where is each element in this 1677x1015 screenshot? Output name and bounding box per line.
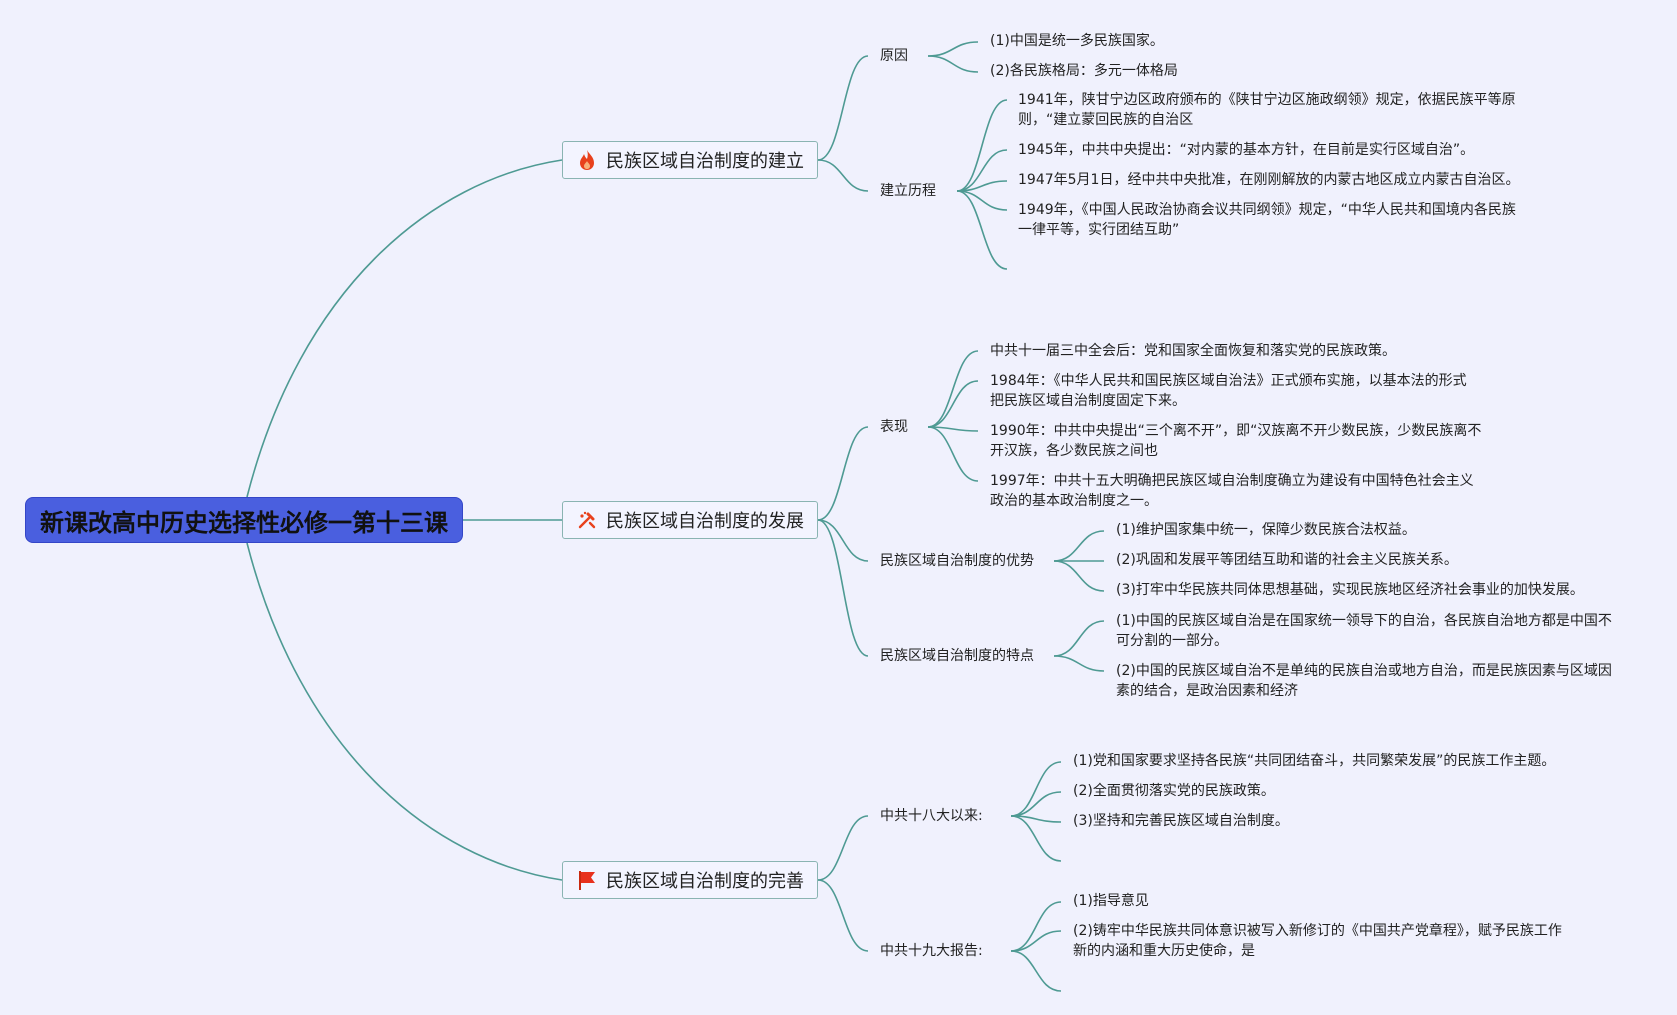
connector-19th-leaf-1 (1010, 930, 1062, 952)
leaf-topic[interactable]: (1)中国是统一多民族国家。 (990, 33, 1164, 49)
leaf-topic[interactable]: 1990年：中共中央提出“三个离不开”，即“汉族离不开少数民族，少数民族离不开汉… (990, 423, 1482, 459)
connector-branch2-sub-1 (817, 519, 869, 562)
connector-char-leaf-0 (1053, 620, 1105, 657)
leaf-topic[interactable]: (2)铸牢中华民族共同体意识被写入新修订的《中国共产党章程》，赋予民族工作新的内… (1073, 923, 1562, 959)
connector-19th-leaf-0 (1010, 901, 1062, 952)
leaf-topic[interactable]: (2)中国的民族区域自治不是单纯的民族自治或地方自治，而是民族因素与区域因素的结… (1116, 663, 1612, 699)
leaf-topic[interactable]: (1)党和国家要求坚持各民族“共同团结奋斗，共同繁荣发展”的民族工作主题。 (1073, 753, 1556, 769)
connector-history-leaf-1 (956, 149, 1008, 192)
leaf-topic[interactable]: (2)巩固和发展平等团结互助和谐的社会主义民族关系。 (1116, 552, 1458, 568)
connector-branch3-sub-0 (817, 815, 869, 881)
branch-topic-establishment[interactable]: 民族区域自治制度的建立 (562, 141, 818, 179)
subtopic-manifestation[interactable]: 表现 (880, 419, 908, 435)
leaf-topic[interactable]: 1949年，《中国人民政治协商会议共同纲领》规定，“中华人民共和国境内各民族一律… (1018, 202, 1516, 238)
connector-manifest-leaf-3 (927, 426, 979, 482)
leaf-topic[interactable]: (3)打牢中华民族共同体思想基础，实现民族地区经济社会事业的加快发展。 (1116, 582, 1584, 598)
branch-topic-label: 民族区域自治制度的建立 (606, 151, 804, 172)
leaf-topic[interactable]: 1997年：中共十五大明确把民族区域自治制度确立为建设有中国特色社会主义政治的基… (990, 473, 1474, 509)
connector-history-leaf-0 (956, 99, 1008, 192)
subtopic-cause[interactable]: 原因 (880, 48, 908, 64)
leaf-topic[interactable]: 1984年：《中华人民共和国民族区域自治法》正式颁布实施，以基本法的形式把民族区… (990, 373, 1467, 409)
fire-icon (576, 149, 598, 171)
subtopic-history[interactable]: 建立历程 (880, 183, 936, 199)
branch-topic-improvement[interactable]: 民族区域自治制度的完善 (562, 861, 818, 899)
connector-adv-leaf-2 (1053, 560, 1105, 592)
leaf-topic[interactable]: 1941年，陕甘宁边区政府颁布的《陕甘宁边区施政纲领》规定，依据民族平等原则，“… (1018, 92, 1516, 128)
leaf-topic[interactable]: (2)各民族格局：多元一体格局 (990, 63, 1178, 79)
tools-icon (576, 509, 598, 531)
connector-manifest-leaf-2 (927, 426, 979, 432)
connector-branch1-sub-0 (817, 55, 869, 161)
branch-topic-development[interactable]: 民族区域自治制度的发展 (562, 501, 818, 539)
subtopic-characteristics[interactable]: 民族区域自治制度的特点 (880, 648, 1034, 664)
connector-18th-leaf-0 (1010, 761, 1062, 817)
connector-branch3-sub-1 (817, 879, 869, 952)
leaf-topic[interactable]: (1)维护国家集中统一，保障少数民族合法权益。 (1116, 522, 1416, 538)
leaf-topic[interactable]: (2)全面贯彻落实党的民族政策。 (1073, 783, 1275, 799)
root-topic-label: 新课改高中历史选择性必修一第十三课 (40, 508, 448, 537)
flag-icon (576, 869, 598, 891)
leaf-topic[interactable]: 1945年，中共中央提出：“对内蒙的基本方针，在目前是实行区域自治”。 (1018, 142, 1475, 158)
connector-root-branch-3 (246, 542, 563, 881)
leaf-topic[interactable]: (1)中国的民族区域自治是在国家统一领导下的自治，各民族自治地方都是中国不可分割… (1116, 613, 1612, 649)
connector-manifest-leaf-0 (927, 350, 979, 428)
leaf-topic[interactable]: (1)指导意见 (1073, 893, 1149, 909)
connector-19th-leaf-2 (1010, 950, 1062, 992)
connector-cause-leaf-0 (927, 41, 979, 57)
connector-cause-leaf-1 (927, 55, 979, 73)
connector-branch2-sub-0 (817, 426, 869, 521)
connector-branch2-sub-2 (817, 519, 869, 657)
leaf-topic[interactable]: 中共十一届三中全会后：党和国家全面恢复和落实党的民族政策。 (990, 343, 1396, 359)
connector-root-branch-1 (246, 159, 563, 498)
branch-topic-label: 民族区域自治制度的完善 (606, 871, 804, 892)
subtopic-since-18th-congress[interactable]: 中共十八大以来: (880, 808, 983, 824)
connector-history-leaf-4 (956, 190, 1008, 270)
root-topic[interactable]: 新课改高中历史选择性必修一第十三课 (25, 497, 463, 543)
connector-history-leaf-3 (956, 190, 1008, 211)
connector-branch1-sub-1 (817, 159, 869, 192)
leaf-topic[interactable]: (3)坚持和完善民族区域自治制度。 (1073, 813, 1289, 829)
connector-18th-leaf-3 (1010, 815, 1062, 862)
leaf-topic[interactable]: 1947年5月1日，经中共中央批准，在刚刚解放的内蒙古地区成立内蒙古自治区。 (1018, 172, 1520, 188)
connector-adv-leaf-0 (1053, 530, 1105, 562)
connector-manifest-leaf-1 (927, 380, 979, 428)
connector-18th-leaf-1 (1010, 791, 1062, 817)
subtopic-19th-congress-report[interactable]: 中共十九大报告: (880, 943, 983, 959)
branch-topic-label: 民族区域自治制度的发展 (606, 511, 804, 532)
subtopic-advantages[interactable]: 民族区域自治制度的优势 (880, 553, 1034, 569)
connector-char-leaf-1 (1053, 655, 1105, 672)
